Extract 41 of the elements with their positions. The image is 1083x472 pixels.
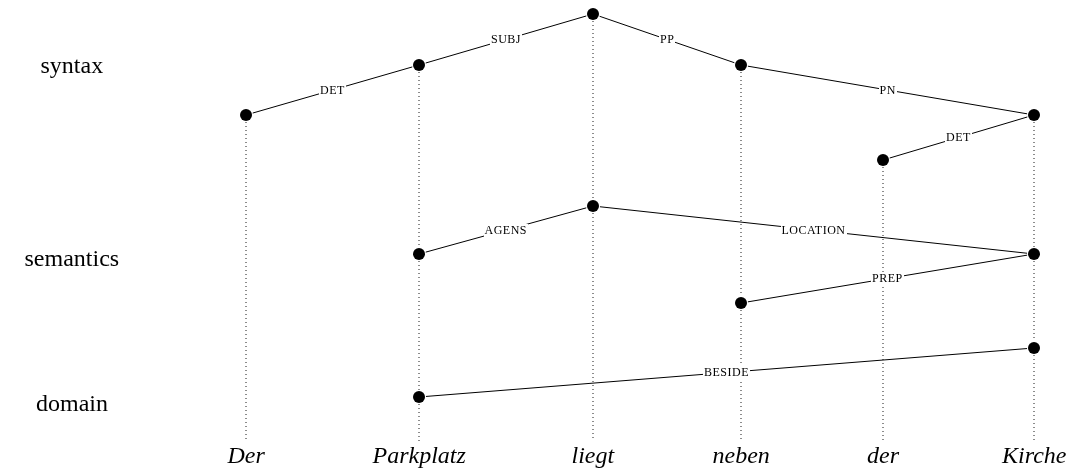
word-label: der — [867, 441, 899, 469]
edge-label: BESIDE — [703, 366, 750, 379]
node-dot — [735, 297, 747, 309]
dependency-line — [747, 65, 1028, 115]
node-dot — [1028, 109, 1040, 121]
layer-label: syntax — [40, 51, 104, 79]
dotted-line — [418, 260, 420, 391]
edge-label: LOCATION — [780, 223, 847, 237]
layer-label: domain — [36, 389, 108, 417]
word-label: Kirche — [1002, 441, 1067, 469]
node-dot — [240, 109, 252, 121]
node-dot — [413, 391, 425, 403]
edge-label: AGENS — [483, 223, 528, 237]
dotted-line — [592, 20, 594, 200]
node-dot — [735, 59, 747, 71]
node-dot — [413, 59, 425, 71]
node-dot — [1028, 248, 1040, 260]
node-dot — [1028, 342, 1040, 354]
edge-label: DET — [945, 131, 972, 144]
dependency-line — [747, 254, 1028, 303]
dotted-line — [418, 403, 420, 442]
edge-label: PREP — [871, 272, 904, 285]
edge-label: PP — [659, 33, 676, 46]
edge-label: PN — [878, 83, 897, 97]
node-dot — [413, 248, 425, 260]
layer-label: semantics — [24, 244, 120, 272]
dotted-line — [882, 166, 884, 442]
dotted-line — [418, 71, 420, 248]
dotted-line — [1033, 121, 1035, 248]
edge-label: DET — [319, 83, 346, 97]
word-label: Der — [227, 441, 265, 469]
dependency-line — [599, 15, 735, 64]
node-dot — [877, 154, 889, 166]
node-dot — [587, 200, 599, 212]
dependency-line — [425, 348, 1028, 397]
word-label: neben — [712, 441, 770, 469]
dotted-line — [1033, 354, 1035, 442]
word-label: liegt — [571, 441, 615, 469]
edge-label: SUBJ — [490, 33, 522, 46]
word-label: Parkplatz — [372, 441, 466, 469]
node-dot — [587, 8, 599, 20]
